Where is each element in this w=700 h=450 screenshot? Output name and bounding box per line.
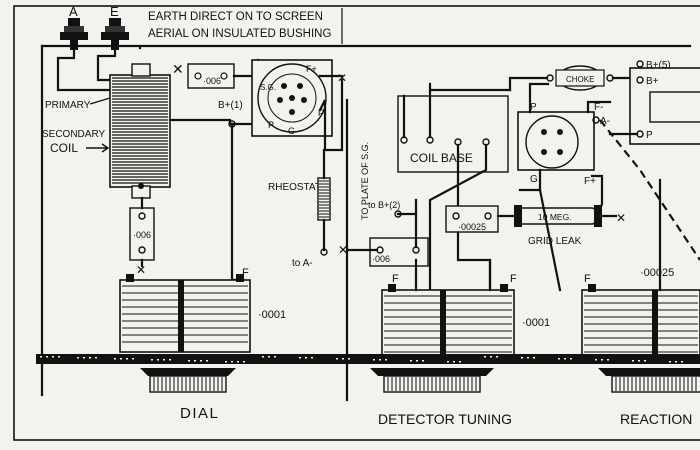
svg-text:S.G.: S.G. — [260, 83, 276, 92]
svg-text:·006: ·006 — [203, 76, 221, 86]
svg-text:P: P — [268, 120, 274, 130]
detector-valve: P F- G F+ A- — [517, 102, 610, 187]
svg-text:F-: F- — [318, 108, 327, 118]
terminal-e-label: E — [110, 4, 119, 19]
header-line-2: AERIAL ON INSULATED BUSHING — [148, 28, 331, 40]
secondary-arrow — [86, 143, 110, 153]
secondary-label-1: SECONDARY — [42, 129, 105, 140]
rheostat-label: RHEOSTAT — [268, 182, 321, 193]
terminal-a-label: A — [69, 4, 78, 19]
reaction-cap-value: ·00025 — [640, 267, 674, 279]
variable-capacitor-3 — [581, 284, 700, 363]
cap2-value: ·0001 — [522, 317, 550, 329]
header-line-1: EARTH DIRECT ON TO SCREEN — [148, 11, 323, 23]
f-label-1: F — [242, 267, 249, 279]
coil-grid-wire — [168, 118, 257, 126]
cap1-value: ·0001 — [258, 309, 286, 321]
x-mark-top: ✕ — [172, 61, 184, 77]
coil-base: COIL BASE — [397, 95, 509, 173]
svg-text:10 MEG.: 10 MEG. — [538, 212, 572, 222]
det-dashed-wire — [599, 119, 700, 261]
svg-text:·00025: ·00025 — [458, 222, 486, 232]
earth-wire — [96, 48, 117, 82]
b-plus-5-terminal — [636, 60, 644, 68]
b-plus-5-label: B+(5) — [646, 60, 671, 71]
svg-text:B+: B+ — [646, 76, 659, 87]
capacitor-006-left: ·006 — [129, 207, 155, 261]
svg-text:F-: F- — [594, 102, 603, 113]
coil-base-wires — [402, 82, 512, 292]
svg-text:F+: F+ — [306, 64, 317, 74]
to-a-minus-label: to A- — [292, 258, 313, 269]
choke: CHOKE — [546, 65, 614, 91]
panel-base-strip — [36, 354, 700, 364]
detector-tuning-label: DETECTOR TUNING — [378, 411, 512, 427]
variable-capacitor-1 — [119, 274, 251, 353]
svg-text:G: G — [530, 174, 538, 185]
x-mark-left: ✕ — [136, 263, 146, 277]
reaction-label: REACTION — [620, 411, 692, 427]
grid-leak-label: GRID LEAK — [528, 236, 582, 247]
det-a-minus-terminal — [592, 116, 600, 124]
dial-knob-3[interactable] — [598, 368, 700, 393]
svg-text:P: P — [646, 130, 653, 141]
b-plus-2-label: to B+(2) — [368, 200, 400, 210]
svg-text:COIL BASE: COIL BASE — [410, 151, 473, 165]
dial-knob-1[interactable] — [140, 368, 236, 393]
capacitor-00025-grid: ·00025 — [445, 205, 499, 233]
x-mark-grid-leak: ✕ — [616, 211, 626, 225]
b-plus-1-label: B+(1) — [218, 100, 243, 111]
sg-valve: S.G. F+ F- P G — [251, 59, 333, 137]
f-label-3: F — [510, 273, 517, 285]
capacitor-006-mid: ·006 — [369, 237, 429, 267]
secondary-coil — [109, 63, 171, 199]
to-plate-sg-label: TO PLATE OF S.G. — [360, 142, 370, 220]
rheostat — [317, 177, 331, 221]
top-bus-wire — [40, 44, 692, 50]
f-label-2: F — [392, 273, 399, 285]
aerial-wire — [56, 48, 112, 92]
variable-capacitor-2 — [381, 284, 515, 363]
x-mark-center: ✕ — [338, 243, 348, 257]
grid-leak-resistor: 10 MEG. — [514, 205, 602, 227]
svg-text:F+: F+ — [584, 176, 596, 187]
dial-knob-2[interactable] — [370, 368, 494, 393]
svg-text:G: G — [288, 126, 295, 136]
cap-mid-wire — [346, 198, 418, 252]
f-label-4: F — [584, 273, 591, 285]
svg-text:·006: ·006 — [133, 230, 151, 240]
x-mark-sg: ✕ — [337, 71, 347, 85]
capacitor-006-top: ·006 — [187, 63, 235, 89]
output-transformer: B+ P — [629, 67, 700, 145]
svg-text:A-: A- — [600, 116, 610, 127]
to-a-minus-terminal — [320, 248, 328, 256]
lower-wires — [414, 178, 662, 292]
panel-border — [13, 5, 700, 441]
b-plus-1-wire — [230, 122, 242, 282]
primary-label: PRIMARY — [45, 100, 91, 111]
det-wires — [518, 82, 612, 216]
svg-text:P: P — [530, 102, 537, 113]
choke-wire — [508, 76, 632, 92]
svg-text:·006: ·006 — [372, 254, 390, 264]
dial-label: DIAL — [180, 405, 219, 422]
svg-text:CHOKE: CHOKE — [566, 75, 594, 84]
secondary-label-2: COIL — [50, 141, 78, 155]
primary-leader — [89, 97, 111, 105]
